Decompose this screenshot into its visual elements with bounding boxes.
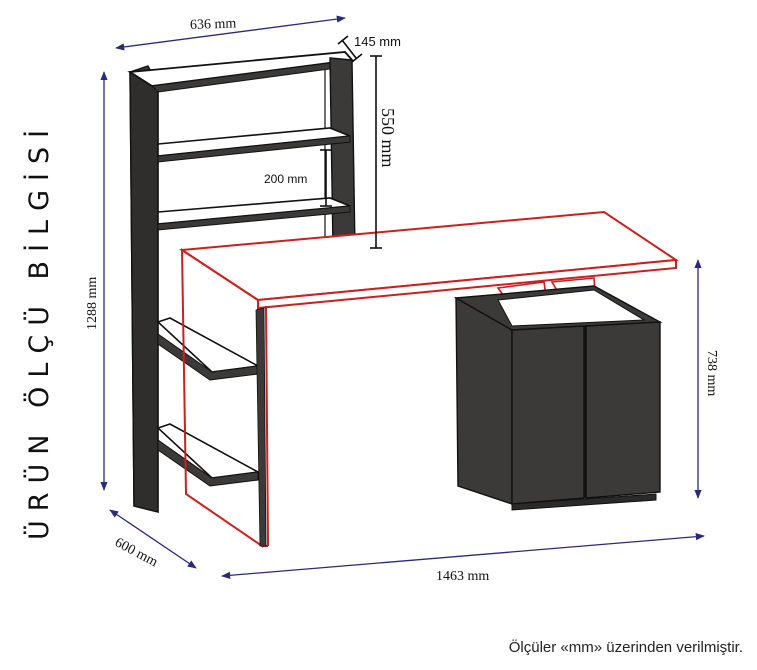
- dim-line-depth: [109, 509, 197, 569]
- label-total-height: 1288 mm: [85, 277, 100, 330]
- measurement-footnote: Ölçüler «mm» üzerinden verilmiştir.: [508, 639, 743, 656]
- vertical-title: ÜRÜN ÖLÇÜ BİLGİSİ: [23, 121, 55, 540]
- desk-cabinet: [453, 285, 663, 511]
- cabinet-inner: [497, 289, 646, 327]
- label-shelf-spacing: 200 mm: [264, 172, 307, 186]
- dimension-lines: [100, 15, 705, 579]
- desk-left-leg: [180, 248, 264, 548]
- cabinet-door-left: [511, 325, 585, 505]
- dim-line-total-width: [221, 533, 705, 579]
- dimension-lines-black: [320, 35, 382, 249]
- label-depth: 600 mm: [112, 535, 160, 570]
- dim-line-shelf-depth: [341, 39, 357, 59]
- dim-line-shelf-width: [115, 15, 346, 51]
- cabinet-foot: [511, 493, 657, 511]
- label-desk-height: 738 mm: [704, 350, 719, 396]
- cabinet-door-right: [585, 321, 661, 499]
- bookcase-right-upright: [329, 57, 356, 251]
- bookcase-side-front: [129, 70, 159, 513]
- label-shelf-height: 550 mm: [378, 108, 398, 168]
- bookcase-unit: [127, 51, 356, 513]
- label-total-width: 1463 mm: [436, 569, 489, 584]
- label-shelf-width: 636 mm: [190, 16, 237, 33]
- label-shelf-depth: 145 mm: [354, 34, 401, 49]
- cabinet-side: [455, 296, 513, 505]
